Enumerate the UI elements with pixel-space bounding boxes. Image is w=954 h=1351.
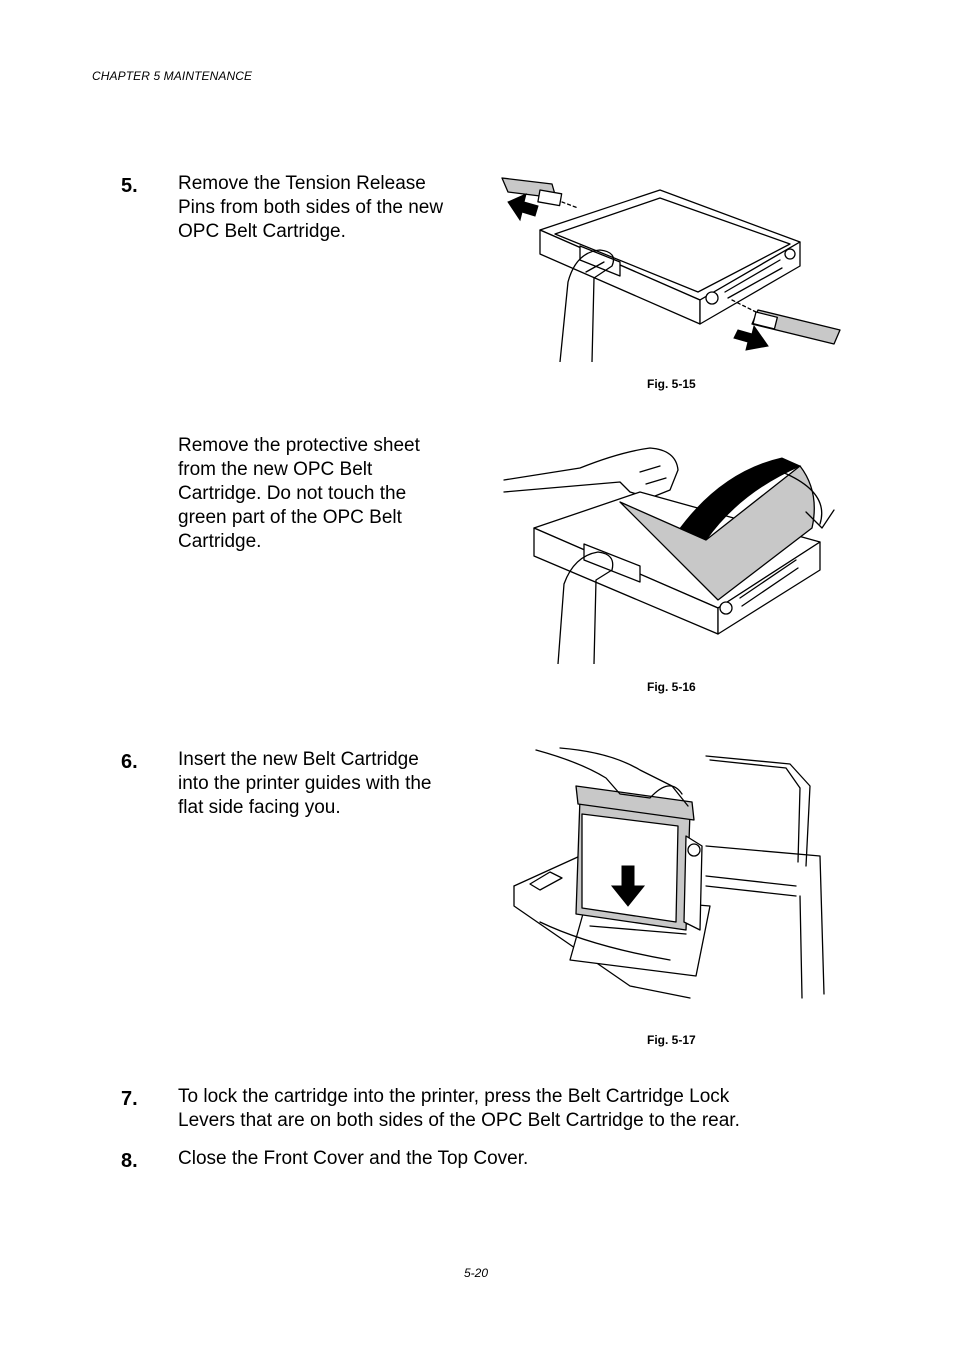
figure-5-17-caption: Fig. 5-17 xyxy=(647,1033,696,1047)
figure-5-17-image xyxy=(513,747,825,999)
step-5-text: Remove the Tension Release Pins from bot… xyxy=(178,173,444,242)
page-number: 5-20 xyxy=(464,1266,489,1280)
step-7-number: 7. xyxy=(121,1088,138,1110)
chapter-header: CHAPTER 5 MAINTENANCE xyxy=(92,69,253,83)
protective-sheet-text: Remove the protective sheet from the new… xyxy=(178,435,420,552)
step-8-number: 8. xyxy=(121,1150,138,1172)
step-6-text: Insert the new Belt Cartridge into the p… xyxy=(178,749,432,818)
figure-5-16-image xyxy=(503,447,835,664)
step-8-text: Close the Front Cover and the Top Cover. xyxy=(178,1148,529,1169)
step-6-number: 6. xyxy=(121,751,138,773)
figure-5-16-caption: Fig. 5-16 xyxy=(647,680,696,694)
figure-5-15-image xyxy=(501,177,841,362)
step-7-text: To lock the cartridge into the printer, … xyxy=(178,1086,740,1131)
step-5-number: 5. xyxy=(121,175,138,197)
figure-5-15-caption: Fig. 5-15 xyxy=(647,377,696,391)
